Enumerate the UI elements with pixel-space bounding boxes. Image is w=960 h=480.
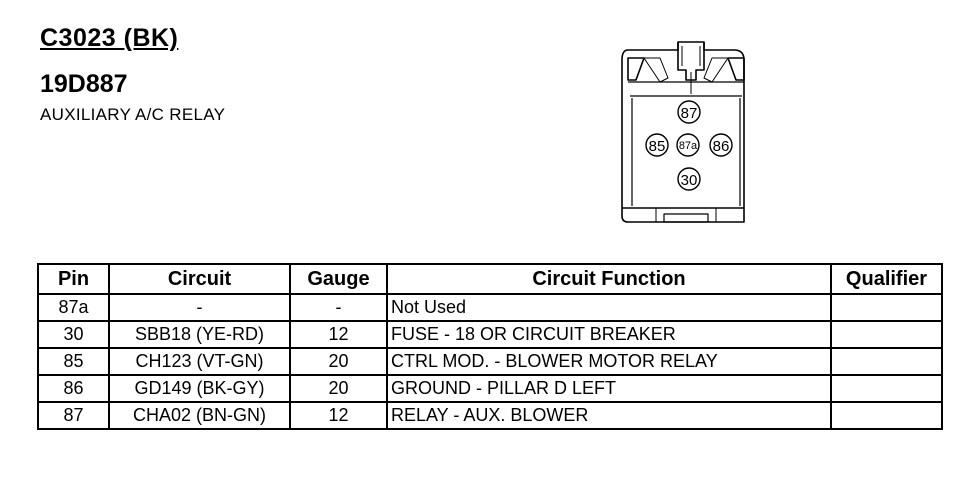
pin-label-85: 85 xyxy=(649,138,666,155)
cell-function: RELAY - AUX. BLOWER xyxy=(386,401,832,430)
cell-qualifier xyxy=(830,347,943,376)
pin-circle-30 xyxy=(677,167,701,191)
cell-function: Not Used xyxy=(386,293,832,322)
table-header-row: Pin Circuit Gauge Circuit Function Quali… xyxy=(37,263,943,295)
pin-label-87: 87 xyxy=(681,105,698,122)
pin-label-87a: 87a xyxy=(679,140,698,152)
column-header-circuit: Circuit xyxy=(108,263,291,295)
pin-circle-85 xyxy=(645,133,669,157)
connector-id: C3023 (BK) xyxy=(40,24,179,52)
cell-circuit: CHA02 (BN-GN) xyxy=(108,401,291,430)
part-description: AUXILIARY A/C RELAY xyxy=(40,105,226,124)
pin-label-30: 30 xyxy=(681,172,698,189)
cell-qualifier xyxy=(830,320,943,349)
cell-gauge: 20 xyxy=(289,374,388,403)
cell-pin: 87a xyxy=(37,293,110,322)
cell-circuit: - xyxy=(108,293,291,322)
connector-bottom-key xyxy=(663,213,709,223)
column-header-gauge: Gauge xyxy=(289,263,388,295)
cell-gauge: 12 xyxy=(289,320,388,349)
table-row: 87 CHA02 (BN-GN) 12 RELAY - AUX. BLOWER xyxy=(37,401,943,430)
cell-function: CTRL MOD. - BLOWER MOTOR RELAY xyxy=(386,347,832,376)
cell-circuit: GD149 (BK-GY) xyxy=(108,374,291,403)
cell-function: FUSE - 18 OR CIRCUIT BREAKER xyxy=(386,320,832,349)
table-row: 85 CH123 (VT-GN) 20 CTRL MOD. - BLOWER M… xyxy=(37,347,943,376)
cell-pin: 30 xyxy=(37,320,110,349)
table-row: 86 GD149 (BK-GY) 20 GROUND - PILLAR D LE… xyxy=(37,374,943,403)
cell-pin: 85 xyxy=(37,347,110,376)
cell-pin: 86 xyxy=(37,374,110,403)
column-header-qualifier: Qualifier xyxy=(830,263,943,295)
cell-pin: 87 xyxy=(37,401,110,430)
pin-circle-86 xyxy=(709,133,733,157)
cell-qualifier xyxy=(830,401,943,430)
cell-gauge: 12 xyxy=(289,401,388,430)
column-header-pin: Pin xyxy=(37,263,110,295)
cell-qualifier xyxy=(830,293,943,322)
column-header-circuit-function: Circuit Function xyxy=(386,263,832,295)
part-number: 19D887 xyxy=(40,70,128,98)
cell-circuit: CH123 (VT-GN) xyxy=(108,347,291,376)
cell-circuit: SBB18 (YE-RD) xyxy=(108,320,291,349)
pin-table: Pin Circuit Gauge Circuit Function Quali… xyxy=(37,263,943,430)
cell-function: GROUND - PILLAR D LEFT xyxy=(386,374,832,403)
pin-label-86: 86 xyxy=(713,138,730,155)
table-row: 87a - - Not Used xyxy=(37,293,943,322)
table-row: 30 SBB18 (YE-RD) 12 FUSE - 18 OR CIRCUIT… xyxy=(37,320,943,349)
connector-face-diagram: 87 85 87a 86 30 xyxy=(621,41,745,223)
cell-qualifier xyxy=(830,374,943,403)
connector-housing xyxy=(621,41,745,223)
pin-circle-87 xyxy=(677,100,701,124)
pin-circle-87a xyxy=(676,133,700,157)
cell-gauge: 20 xyxy=(289,347,388,376)
cell-gauge: - xyxy=(289,293,388,322)
